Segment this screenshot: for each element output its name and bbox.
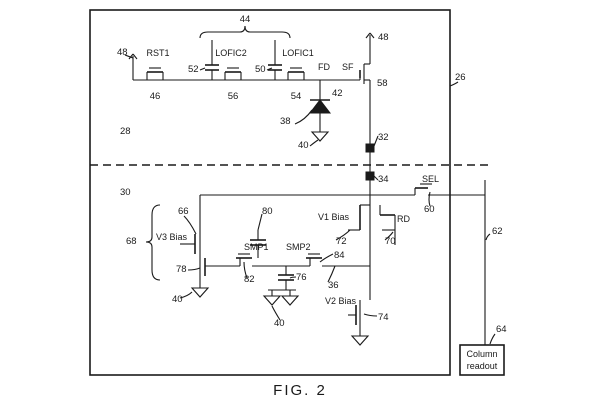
- ref-44: 44: [240, 14, 251, 25]
- ref-68: 68: [126, 236, 137, 247]
- ref-34: 34: [378, 174, 389, 185]
- column-readout-line1: Column: [466, 349, 497, 359]
- ref-32: 32: [378, 132, 389, 143]
- ref-58: 58: [377, 78, 388, 89]
- v1-bias-label: V1 Bias: [318, 212, 350, 222]
- ref-40-bottom: 40: [274, 318, 285, 329]
- ref-84: 84: [334, 250, 345, 261]
- ref-30: 30: [120, 187, 131, 198]
- ref-56: 56: [228, 91, 239, 102]
- v3-bias-label: V3 Bias: [156, 232, 188, 242]
- sf-label: SF: [342, 62, 354, 72]
- smp1-label: SMP1: [244, 242, 269, 252]
- ref-54: 54: [291, 91, 302, 102]
- ref-52: 52: [188, 64, 199, 75]
- ref-76: 76: [296, 272, 307, 283]
- column-readout-line2: readout: [467, 361, 498, 371]
- v2-bias-label: V2 Bias: [325, 296, 357, 306]
- ref-42: 42: [332, 88, 343, 99]
- reference-numerals: 44 48 48 52 50 46 56 54 42 58 38 40 26 2…: [117, 14, 507, 335]
- column-readout-box: [459, 344, 505, 376]
- ref-26: 26: [455, 72, 466, 83]
- rst1-label: RST1: [146, 48, 169, 58]
- ref-46: 46: [150, 91, 161, 102]
- ref-50: 50: [255, 64, 266, 75]
- ref-40-top: 40: [298, 140, 309, 151]
- lofic2-label: LOFIC2: [215, 48, 247, 58]
- leader-lines: [124, 54, 496, 345]
- ref-72: 72: [336, 236, 347, 247]
- ref-78: 78: [176, 264, 187, 275]
- ref-62: 62: [492, 226, 503, 237]
- lofic1-label: LOFIC1: [282, 48, 314, 58]
- ref-36: 36: [328, 280, 339, 291]
- ref-82: 82: [244, 274, 255, 285]
- fd-label: FD: [318, 62, 330, 72]
- ref-28: 28: [120, 126, 131, 137]
- figure-caption: FIG. 2: [273, 382, 327, 399]
- ref-60: 60: [424, 204, 435, 215]
- component-labels: RST1 LOFIC2 LOFIC1 FD SF SEL RD V1 Bias …: [146, 48, 497, 399]
- ref-80: 80: [262, 206, 273, 217]
- top-wiring: [128, 25, 375, 153]
- smp2-label: SMP2: [286, 242, 311, 252]
- ref-38: 38: [280, 116, 291, 127]
- sel-label: SEL: [422, 174, 439, 184]
- ref-70: 70: [385, 236, 396, 247]
- pixel-boundary: [89, 9, 451, 376]
- ref-66: 66: [178, 206, 189, 217]
- rd-label: RD: [397, 214, 410, 224]
- ref-40-left: 40: [172, 294, 183, 305]
- ref-48-right: 48: [378, 32, 389, 43]
- ref-64: 64: [496, 324, 507, 335]
- ref-74: 74: [378, 312, 389, 323]
- ref-48-left: 48: [117, 47, 128, 58]
